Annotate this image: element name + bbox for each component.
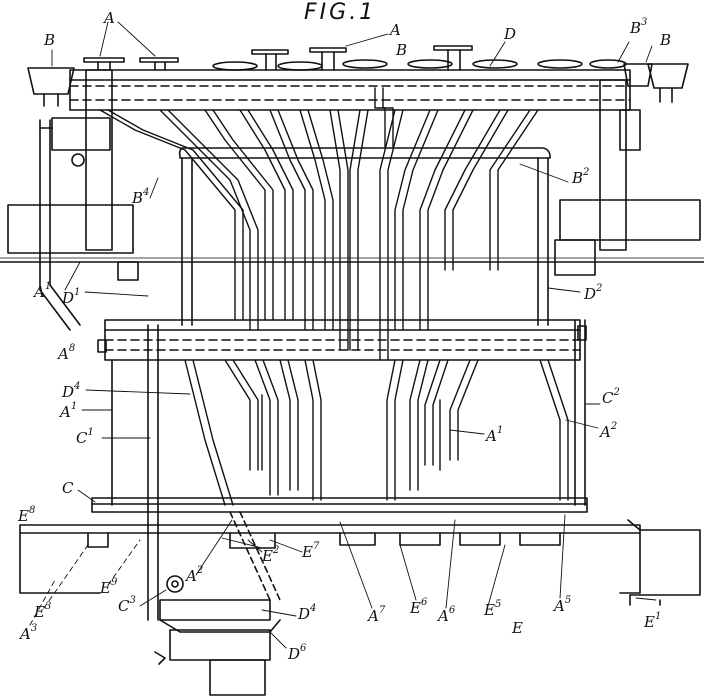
label-b2: B2: [572, 167, 590, 187]
label-b3: B3: [630, 17, 648, 37]
upper-cross-bar: [178, 147, 551, 326]
middle-guide-rail: [97, 319, 587, 361]
label-a-top-left: A: [104, 9, 115, 27]
key-levers-lower: [184, 359, 569, 506]
label-c2: C2: [602, 387, 620, 407]
lower-linkage: [154, 511, 281, 696]
label-a7: A7: [368, 605, 386, 625]
label-d4-left: D4: [62, 381, 81, 401]
label-d4-bottom: D4: [298, 603, 317, 623]
label-a1-right: A1: [486, 425, 504, 445]
label-b-top-left: B: [44, 31, 56, 49]
label-a-top-center: A: [390, 21, 401, 39]
label-a1-left-lower: A1: [60, 401, 78, 421]
label-d1: D1: [62, 287, 81, 307]
key-tops-a: [83, 45, 473, 71]
label-a8: A8: [58, 343, 76, 363]
label-e3: E3: [34, 601, 52, 621]
label-a2-bottom: A2: [186, 565, 204, 585]
label-d6: D6: [288, 643, 307, 663]
label-a6: A6: [438, 605, 456, 625]
label-c3: C3: [118, 595, 136, 615]
figure-title: FIG.1: [304, 0, 377, 25]
label-c1: C1: [76, 427, 94, 447]
key-levers-upper: [99, 87, 539, 361]
label-a1-left-upper: A1: [34, 281, 52, 301]
label-e8: E8: [18, 505, 36, 525]
lower-bar-c: [91, 497, 588, 513]
label-e5: E5: [484, 599, 502, 619]
label-d2: D2: [584, 283, 603, 303]
label-b-top-center: B: [396, 41, 408, 59]
upper-key-rail: [0, 69, 704, 281]
key-tops-b: [212, 59, 627, 71]
vertical-frame-rods: [111, 319, 586, 621]
label-a2-right: A2: [600, 421, 618, 441]
label-a3: A3: [20, 623, 38, 643]
left-bracket: [39, 69, 113, 331]
leader-lines: [29, 21, 657, 649]
label-a5: A5: [554, 595, 572, 615]
base-block-e: [19, 519, 701, 606]
label-c: C: [62, 479, 74, 497]
label-e7: E7: [302, 541, 320, 561]
label-e: E: [512, 619, 523, 637]
label-e9: E9: [100, 577, 118, 597]
right-bracket: [599, 79, 641, 251]
label-b4: B4: [132, 187, 150, 207]
label-e6: E6: [410, 597, 428, 617]
label-d-top: D: [504, 25, 517, 43]
label-e2: E2: [262, 545, 280, 565]
label-e1: E1: [644, 611, 662, 631]
cup-keys: [27, 63, 689, 107]
label-b-top-right: B: [660, 31, 672, 49]
